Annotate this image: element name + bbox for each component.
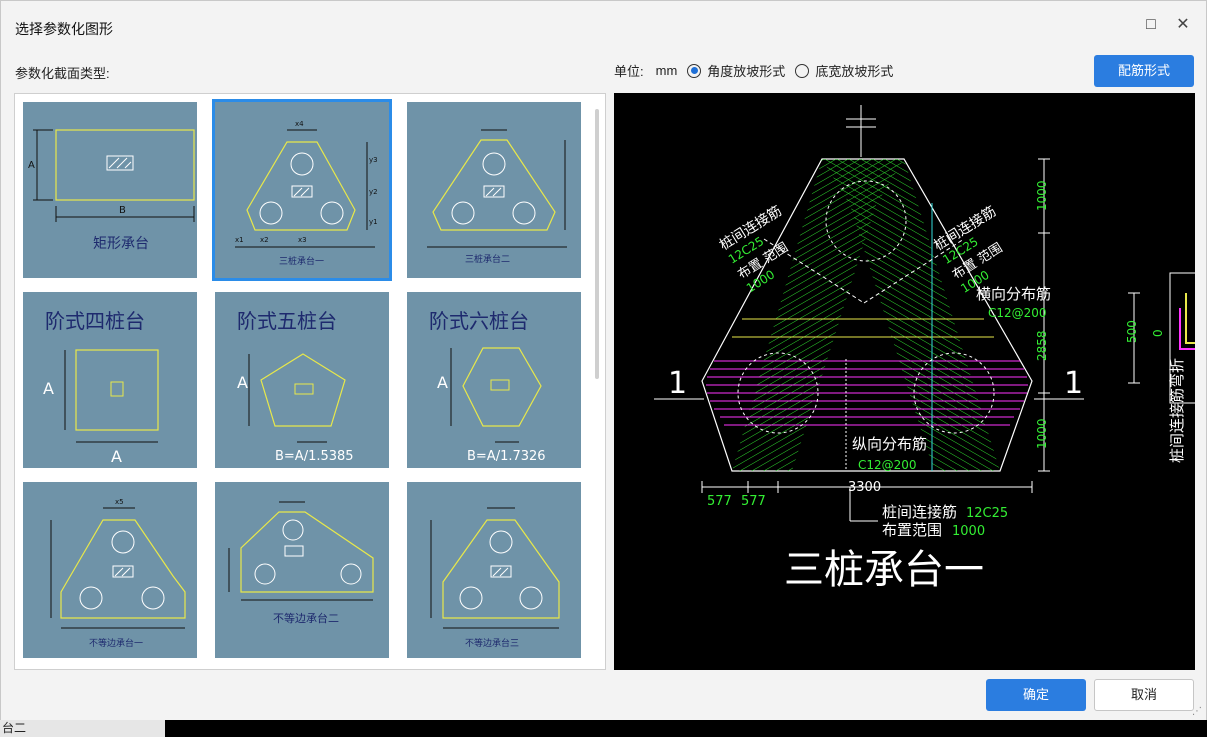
dialog-title: 选择参数化图形	[15, 21, 113, 37]
section-mark-left: 1	[668, 366, 687, 401]
dim-top: 1000	[1035, 180, 1049, 211]
rebar-form-button[interactable]: 配筋形式	[1094, 55, 1194, 87]
maximize-icon[interactable]: □	[1146, 16, 1156, 33]
dim-y3: y3	[369, 156, 378, 164]
shape-label: 三桩承台一	[279, 255, 324, 267]
dim-x1: x1	[235, 236, 244, 244]
shape-unequal-cap-1[interactable]: x5 不等边承台一	[23, 482, 197, 658]
shape-three-pile-cap-2[interactable]: 三桩承台二	[407, 102, 581, 278]
dim-mid: 2858	[1035, 330, 1049, 361]
dim-x2: x2	[260, 236, 269, 244]
side-zero: 0	[1151, 329, 1165, 337]
shape-unequal-cap-2[interactable]: 不等边承台二	[215, 482, 389, 658]
section-mark-right: 1	[1064, 366, 1083, 401]
dim-y2: y2	[369, 188, 378, 196]
taskbar-left-text: 台二	[0, 720, 165, 737]
gallery-scrollbar[interactable]	[595, 109, 599, 379]
cancel-button[interactable]: 取消	[1094, 679, 1194, 711]
bottom-rebar-label: 桩间连接筋	[882, 503, 957, 521]
dim-x5: x5	[115, 498, 124, 506]
unit-row: 单位: mm 角度放坡形式 底宽放坡形式	[614, 61, 893, 80]
ok-button[interactable]: 确定	[986, 679, 1086, 711]
shape-label: 阶式四桩台	[45, 309, 145, 333]
shape-label: 矩形承台	[93, 236, 149, 252]
shape-label: 不等边承台三	[465, 637, 519, 649]
bottom-range-val: 1000	[952, 524, 985, 539]
shape-label: 阶式六桩台	[429, 309, 529, 333]
shape-gallery: A B 矩形承台 x4 y3 y2 y1 x1	[14, 93, 606, 670]
radio-bottom-width-slope[interactable]	[795, 63, 810, 78]
dim-A: A	[28, 160, 35, 171]
shape-rect-cap[interactable]: A B 矩形承台	[23, 102, 197, 278]
dim-bottom: 1000	[1035, 418, 1049, 449]
radio-angle-slope[interactable]	[687, 63, 702, 78]
shape-label: 阶式五桩台	[237, 309, 337, 333]
dim-B: B	[119, 205, 126, 216]
close-icon[interactable]: ✕	[1176, 16, 1190, 33]
horiz-rebar-spec: C12@200	[988, 306, 1047, 320]
side-dim: 500	[1125, 320, 1139, 343]
dim-left1: 577	[707, 494, 732, 509]
dim-A: A	[237, 373, 248, 392]
dim-A-horiz: A	[111, 447, 122, 466]
unit-label: 单位:	[614, 64, 644, 79]
shape-label: 不等边承台一	[89, 637, 143, 649]
long-rebar-spec: C12@200	[858, 458, 917, 472]
dim-left2: 577	[741, 494, 766, 509]
dim-x3: x3	[298, 236, 307, 244]
shape-stepped-five-pile[interactable]: 阶式五桩台 A B=A/1.5385	[215, 292, 389, 468]
radio-angle-label[interactable]: 角度放坡形式	[707, 64, 786, 79]
dim-x4: x4	[295, 120, 304, 128]
bottom-rebar-spec: 12C25	[966, 506, 1008, 521]
shape-note: B=A/1.7326	[467, 449, 546, 464]
section-type-label: 参数化截面类型:	[15, 66, 110, 81]
shape-stepped-six-pile[interactable]: 阶式六桩台 A B=A/1.7326	[407, 292, 581, 468]
shape-stepped-four-pile[interactable]: 阶式四桩台 A A	[23, 292, 197, 468]
resize-grip-icon[interactable]: ⋰	[1192, 706, 1202, 717]
shape-three-pile-cap-1[interactable]: x4 y3 y2 y1 x1 x2 x3 三桩承台一	[212, 99, 392, 281]
dim-A: A	[437, 373, 448, 392]
long-rebar-label: 纵向分布筋	[852, 435, 927, 453]
shape-label: 不等边承台二	[273, 611, 339, 625]
dim-total: 3300	[848, 480, 881, 495]
select-parametric-shape-dialog: 选择参数化图形 □ ✕ 参数化截面类型: 单位: mm 角度放坡形式 底宽放坡形…	[0, 0, 1207, 722]
bottom-range-label: 布置范围	[882, 521, 942, 539]
shape-unequal-cap-3[interactable]: 不等边承台三	[407, 482, 581, 658]
preview-canvas: 1 1 1000 2858 1000 577 577 3300 桩间连接筋	[614, 93, 1195, 670]
shape-label: 三桩承台二	[465, 253, 510, 265]
preview-title: 三桩承台一	[784, 547, 984, 593]
unit-value: mm	[655, 63, 678, 78]
horiz-rebar-label: 横向分布筋	[976, 285, 1051, 303]
dim-A-vert: A	[43, 379, 54, 398]
side-label: 桩间连接筋弯折	[1168, 358, 1186, 463]
dim-y1: y1	[369, 218, 378, 226]
radio-width-label[interactable]: 底宽放坡形式	[815, 64, 894, 79]
background-taskbar: 台二	[0, 720, 1207, 737]
shape-note: B=A/1.5385	[275, 449, 354, 464]
